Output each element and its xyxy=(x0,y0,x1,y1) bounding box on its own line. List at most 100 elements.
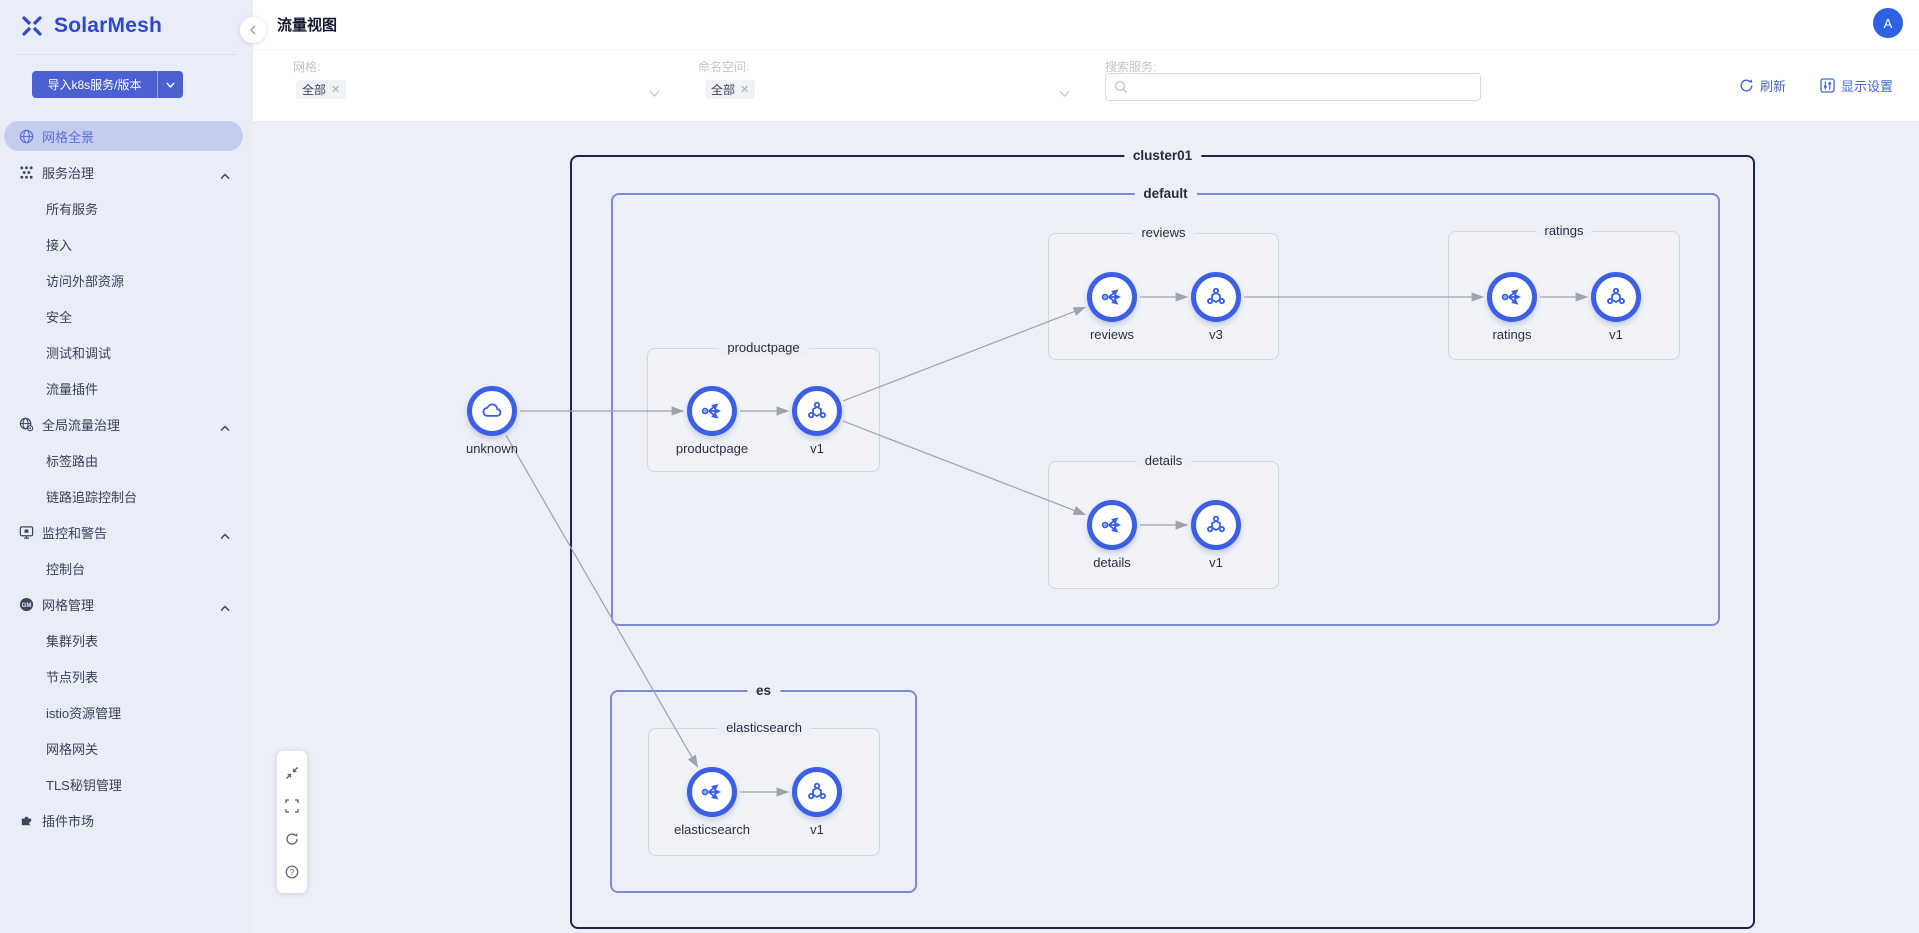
mesh-filter-tag[interactable]: 全部 ✕ xyxy=(296,80,347,99)
graph-node-ratings[interactable]: ratings xyxy=(1457,272,1567,342)
chevron-up-icon[interactable] xyxy=(220,528,230,543)
sidebar-item-label: 网格网关 xyxy=(46,741,99,757)
graph-box-default: default xyxy=(611,186,1720,626)
graph-node-unknown[interactable]: unknown xyxy=(437,386,547,456)
graph-node-reviews[interactable]: reviews xyxy=(1057,272,1167,342)
namespace-filter-tag-value: 全部 xyxy=(711,83,736,97)
sidebar-item-20[interactable]: 插件市场 xyxy=(0,802,253,838)
graph-node-label: v1 xyxy=(810,441,824,456)
canvas-toolbar: ? xyxy=(277,751,307,893)
workload-icon xyxy=(1191,500,1241,550)
sidebar-item-label: 监控和警告 xyxy=(42,525,108,541)
sidebar-item-7[interactable]: 测试和调试 xyxy=(0,334,253,370)
workload-icon xyxy=(792,767,842,817)
sidebar-item-2[interactable]: 服务治理 xyxy=(0,154,253,190)
service-icon xyxy=(1087,272,1137,322)
sidebar-item-label: 访问外部资源 xyxy=(46,273,125,289)
search-service-input[interactable] xyxy=(1134,80,1472,94)
graph-node-elasticsearch[interactable]: elasticsearch xyxy=(657,767,767,837)
mesh-management-icon: GM xyxy=(19,597,34,612)
service-icon xyxy=(687,386,737,436)
import-dropdown-arrow[interactable] xyxy=(157,71,183,98)
sidebar-collapse-button[interactable] xyxy=(240,17,266,43)
svg-text:GM: GM xyxy=(22,601,32,608)
graph-node-productpage[interactable]: productpage xyxy=(657,386,767,456)
graph-node-label: ratings xyxy=(1492,327,1532,342)
graph-box-label-details-grp: details xyxy=(1135,453,1192,468)
import-k8s-button[interactable]: 导入k8s服务/版本 xyxy=(32,71,183,98)
sidebar-item-10[interactable]: 标签路由 xyxy=(0,442,253,478)
sidebar-item-label: 集群列表 xyxy=(46,633,99,649)
sidebar-item-label: 插件市场 xyxy=(42,813,95,829)
mesh-filter-label: 网格: xyxy=(293,60,321,74)
sidebar-item-label: 网格全景 xyxy=(42,129,95,145)
search-service-label: 搜索服务: xyxy=(1105,60,1157,74)
sidebar-item-label: istio资源管理 xyxy=(46,705,122,721)
namespace-tag-close-icon[interactable]: ✕ xyxy=(740,84,750,96)
graph-box-label-productpage-grp: productpage xyxy=(718,340,809,355)
sidebar-item-15[interactable]: 集群列表 xyxy=(0,622,253,658)
monitor-alert-icon xyxy=(19,525,34,540)
sidebar-item-16[interactable]: 节点列表 xyxy=(0,658,253,694)
graph-node-label: v1 xyxy=(1609,327,1623,342)
main-area: 流量视图 A 网格: 全部 ✕ 命名空间: 全部 ✕ xyxy=(240,0,1919,933)
globe-icon xyxy=(19,129,34,144)
header-actions: 刷新 显示设置 xyxy=(1739,76,1893,95)
logo: SolarMesh xyxy=(0,0,253,50)
sidebar-item-6[interactable]: 安全 xyxy=(0,298,253,334)
user-avatar[interactable]: A xyxy=(1873,8,1903,38)
reset-button[interactable] xyxy=(277,822,307,855)
sidebar-item-label: 接入 xyxy=(46,237,73,253)
namespace-filter-tag[interactable]: 全部 ✕ xyxy=(705,80,756,99)
graph-box-label-default: default xyxy=(1134,186,1197,201)
graph-node-label: elasticsearch xyxy=(674,822,750,837)
graph-node-productpage-v1[interactable]: v1 xyxy=(762,386,872,456)
filter-row: 网格: 全部 ✕ 命名空间: 全部 ✕ 搜索服务: xyxy=(253,50,1919,121)
chevron-up-icon[interactable] xyxy=(220,600,230,615)
sidebar-item-5[interactable]: 访问外部资源 xyxy=(0,262,253,298)
sidebar-item-18[interactable]: 网格网关 xyxy=(0,730,253,766)
chevron-up-icon[interactable] xyxy=(220,420,230,435)
sidebar-item-3[interactable]: 所有服务 xyxy=(0,190,253,226)
solarmesh-logo-icon xyxy=(22,16,42,36)
sidebar-item-1[interactable]: 网格全景 xyxy=(4,121,243,151)
sidebar-item-8[interactable]: 流量插件 xyxy=(0,370,253,406)
namespace-filter-label: 命名空间: xyxy=(698,60,750,74)
refresh-button[interactable]: 刷新 xyxy=(1739,76,1786,95)
fullscreen-button[interactable] xyxy=(277,789,307,822)
mesh-select-chevron-icon[interactable] xyxy=(649,84,660,102)
sidebar-item-4[interactable]: 接入 xyxy=(0,226,253,262)
graph-node-label: v1 xyxy=(1209,555,1223,570)
chevron-up-icon[interactable] xyxy=(220,168,230,183)
graph-node-elasticsearch-v1[interactable]: v1 xyxy=(762,767,872,837)
mesh-tag-close-icon[interactable]: ✕ xyxy=(331,84,341,96)
sidebar-item-12[interactable]: 监控和警告 xyxy=(0,514,253,550)
sidebar-item-11[interactable]: 链路追踪控制台 xyxy=(0,478,253,514)
graph-node-ratings-v1[interactable]: v1 xyxy=(1561,272,1671,342)
sidebar-item-label: 服务治理 xyxy=(42,165,95,181)
graph-node-label: details xyxy=(1093,555,1131,570)
sidebar-item-label: 流量插件 xyxy=(46,381,99,397)
sidebar-item-label: 链路追踪控制台 xyxy=(46,489,138,505)
plugin-market-icon xyxy=(19,813,34,828)
sidebar-item-9[interactable]: 全局流量治理 xyxy=(0,406,253,442)
sidebar: SolarMesh 导入k8s服务/版本 网格全景服务治理所有服务接入访问外部资… xyxy=(0,0,253,933)
sidebar-divider xyxy=(16,54,237,55)
fit-view-button[interactable] xyxy=(277,756,307,789)
graph-node-label: productpage xyxy=(675,441,749,456)
display-settings-button[interactable]: 显示设置 xyxy=(1820,76,1893,95)
help-button[interactable]: ? xyxy=(277,855,307,888)
sidebar-item-label: 标签路由 xyxy=(46,453,99,469)
sidebar-item-19[interactable]: TLS秘钥管理 xyxy=(0,766,253,802)
sidebar-item-13[interactable]: 控制台 xyxy=(0,550,253,586)
graph-node-reviews-v3[interactable]: v3 xyxy=(1161,272,1271,342)
service-icon xyxy=(687,767,737,817)
namespace-select-chevron-icon[interactable] xyxy=(1059,84,1070,102)
graph-node-details-v1[interactable]: v1 xyxy=(1161,500,1271,570)
sidebar-item-17[interactable]: istio资源管理 xyxy=(0,694,253,730)
graph-node-label: v3 xyxy=(1209,327,1223,342)
graph-node-details[interactable]: details xyxy=(1057,500,1167,570)
